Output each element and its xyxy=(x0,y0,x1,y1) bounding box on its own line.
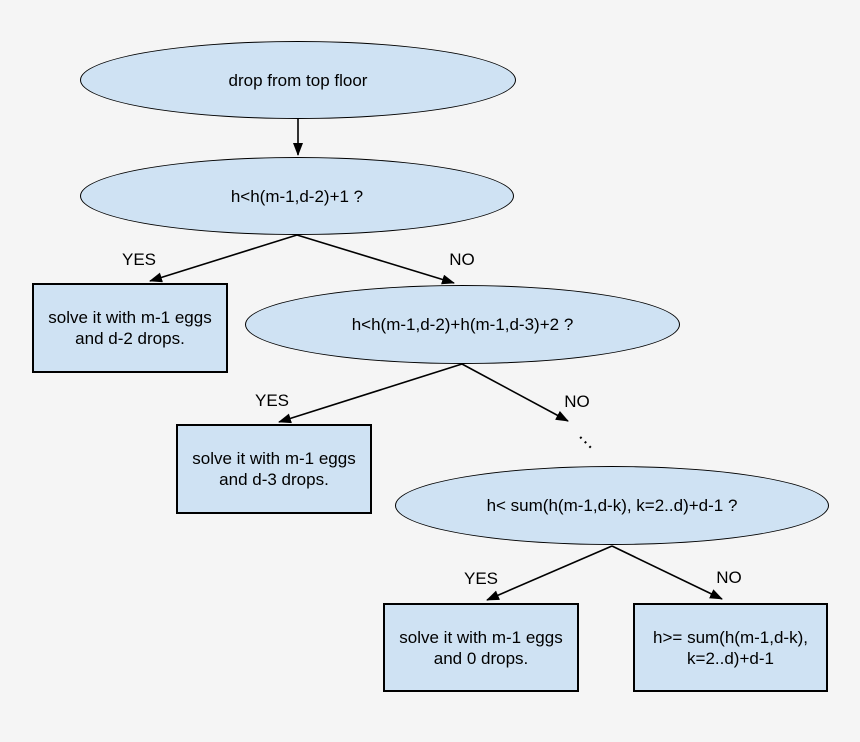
node-answer-0-drops: solve it with m-1 eggs and 0 drops. xyxy=(383,603,579,692)
node-answer-d3-drops: solve it with m-1 eggs and d-3 drops. xyxy=(176,424,372,514)
node-start: drop from top floor xyxy=(80,41,516,119)
edge-label-no-1: NO xyxy=(449,250,475,269)
node-answer-0-drops-label: solve it with m-1 eggs and 0 drops. xyxy=(399,627,562,669)
edge-q1-yes xyxy=(149,234,298,283)
edge-label-yes-1: YES xyxy=(121,250,157,269)
edge-label-yes-3: YES xyxy=(463,569,499,588)
node-question-3: h< sum(h(m-1,d-k), k=2..d)+d-1 ? xyxy=(395,466,829,545)
answer-d3-line1: solve it with m-1 eggs xyxy=(192,449,356,468)
edge-label-no-3: NO xyxy=(716,568,742,587)
node-answer-sum-label: h>= sum(h(m-1,d-k), k=2..d)+d-1 xyxy=(653,627,808,669)
node-answer-d3-drops-label: solve it with m-1 eggs and d-3 drops. xyxy=(192,448,355,490)
node-start-label: drop from top floor xyxy=(228,70,368,90)
edge-label-no-2: NO xyxy=(564,392,590,411)
edge-q2-yes xyxy=(278,363,463,424)
node-question-1-label: h<h(m-1,d-2)+1 ? xyxy=(230,186,364,206)
answer-d3-line2: and d-3 drops. xyxy=(219,470,329,489)
node-answer-sum: h>= sum(h(m-1,d-k), k=2..d)+d-1 xyxy=(633,603,828,692)
answer-d2-line2: and d-2 drops. xyxy=(75,329,185,348)
answer-d2-line1: solve it with m-1 eggs xyxy=(48,308,212,327)
answer-sum-line1: h>= sum(h(m-1,d-k), xyxy=(653,627,808,647)
edge-label-yes-2: YES xyxy=(254,391,290,410)
edge-q1-no xyxy=(296,234,455,285)
node-answer-d2-drops-label: solve it with m-1 eggs and d-2 drops. xyxy=(48,307,211,349)
edge-q3-yes xyxy=(486,545,613,601)
node-question-2-label: h<h(m-1,d-2)+h(m-1,d-3)+2 ? xyxy=(351,315,574,334)
node-question-1: h<h(m-1,d-2)+1 ? xyxy=(80,157,514,235)
answer-0-line1: solve it with m-1 eggs xyxy=(399,627,563,647)
node-question-2: h<h(m-1,d-2)+h(m-1,d-3)+2 ? xyxy=(245,285,680,364)
node-question-3-label: h< sum(h(m-1,d-k), k=2..d)+d-1 ? xyxy=(486,496,738,515)
answer-sum-line2: k=2..d)+d-1 xyxy=(687,648,774,668)
answer-0-line2: and 0 drops. xyxy=(433,648,529,668)
node-answer-d2-drops: solve it with m-1 eggs and d-2 drops. xyxy=(32,283,228,373)
edge-q3-no xyxy=(611,545,723,600)
edge-q2-no xyxy=(461,363,569,422)
